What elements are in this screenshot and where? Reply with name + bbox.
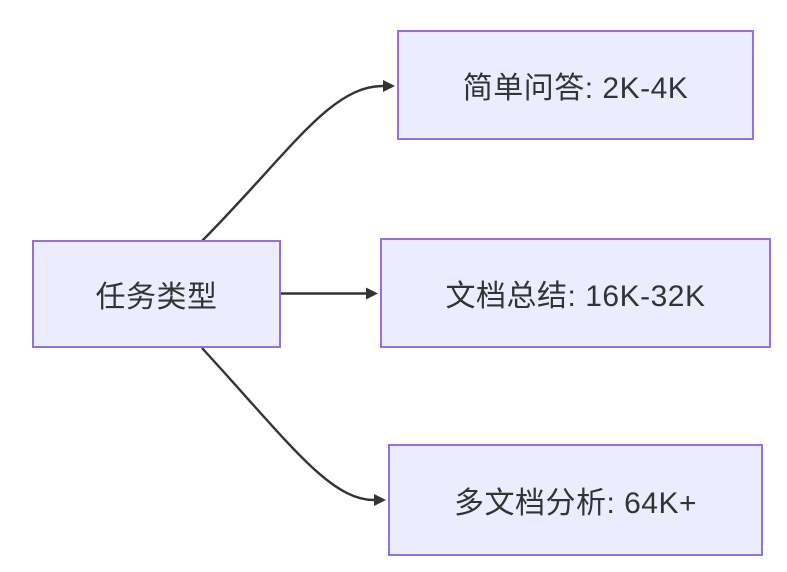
node-doc-summary: 文档总结: 16K-32K: [380, 238, 771, 348]
node-multidoc-analysis-label: 多文档分析: 64K+: [453, 487, 698, 520]
edge-root-to-simple-qa: [201, 80, 395, 242]
node-simple-qa-label: 简单问答: 2K-4K: [462, 72, 689, 105]
node-simple-qa: 简单问答: 2K-4K: [397, 30, 754, 140]
node-task-type: 任务类型: [32, 240, 281, 348]
node-task-type-label: 任务类型: [95, 281, 218, 314]
node-doc-summary-label: 文档总结: 16K-32K: [445, 280, 706, 313]
node-multidoc-analysis: 多文档分析: 64K+: [388, 444, 763, 556]
edge-root-to-multidoc-analysis: [201, 347, 386, 506]
